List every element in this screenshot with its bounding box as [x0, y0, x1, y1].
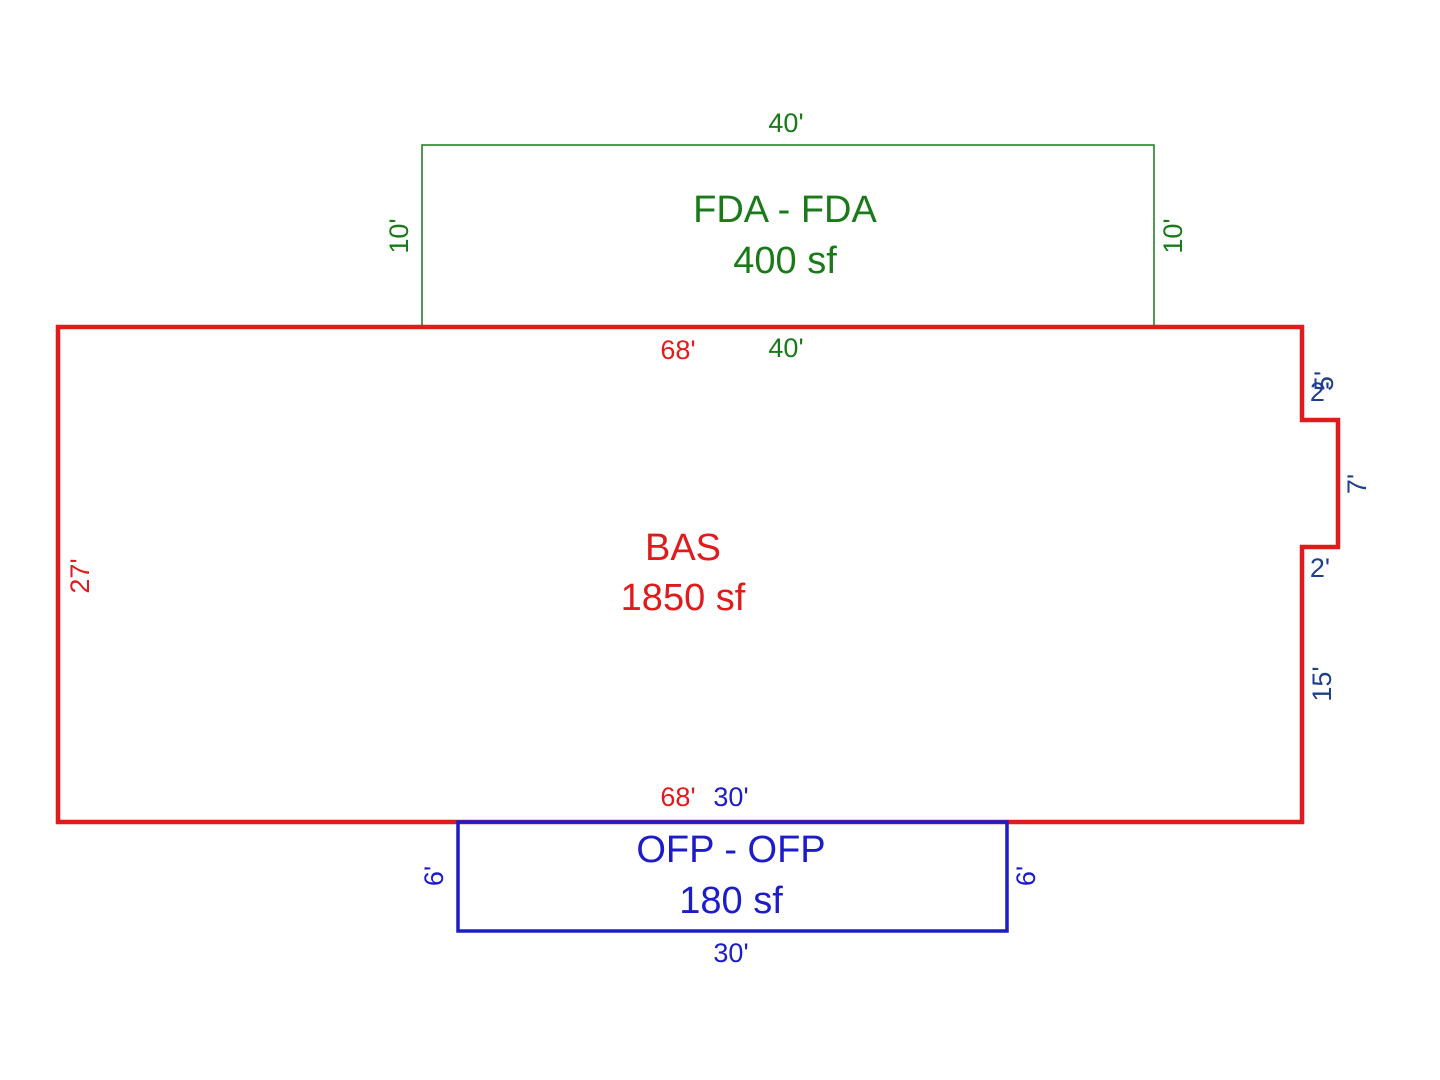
bas-bottom-dimension: 68': [660, 782, 695, 812]
bas-right-lower-dimension: 15': [1307, 666, 1337, 701]
ofp-right-dimension: 6': [1011, 866, 1041, 886]
bas-top-dimension: 68': [660, 335, 695, 365]
fda-area-name: FDA - FDA: [693, 189, 877, 231]
bas-right-upper-dimension: 5': [1309, 371, 1339, 391]
bas-outline: [55, 324, 1341, 825]
bas-notch-top-dimension: 2': [1310, 377, 1330, 407]
bas-area-size: 1850 sf: [621, 577, 746, 619]
bas-left-dimension: 27': [65, 558, 95, 593]
fda-right-dimension: 10': [1158, 218, 1188, 253]
fda-outline: [421, 144, 1155, 328]
fda-left-dimension: 10': [384, 218, 414, 253]
bas-notch-side-dimension: 7': [1342, 474, 1372, 494]
ofp-left-dimension: 6': [419, 866, 449, 886]
fda-top-dimension: 40': [768, 108, 803, 138]
fda-bottom-dimension: 40': [768, 333, 803, 363]
ofp-bottom-dimension: 30': [713, 938, 748, 968]
fda-area-size: 400 sf: [733, 240, 837, 282]
ofp-area-size: 180 sf: [679, 880, 783, 922]
bas-area-name: BAS: [645, 527, 721, 569]
ofp-top-dimension: 30': [713, 782, 748, 812]
bas-notch-bottom-dimension: 2': [1310, 553, 1330, 583]
ofp-area-name: OFP - OFP: [636, 829, 825, 871]
ofp-outline: [456, 820, 1009, 933]
